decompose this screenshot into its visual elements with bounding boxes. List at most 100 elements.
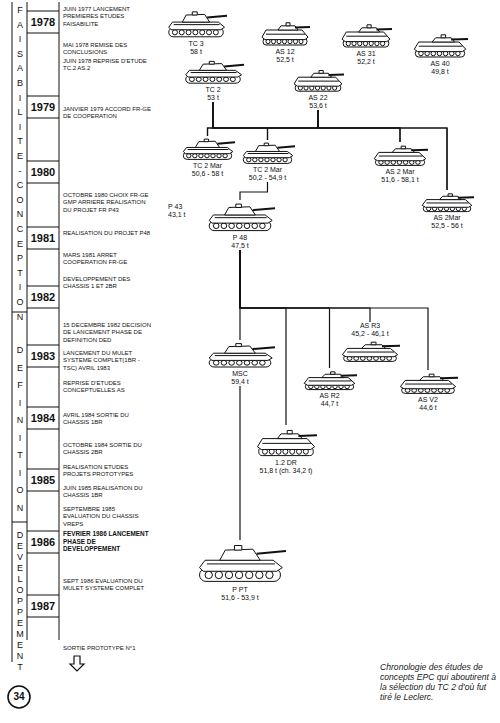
down-arrow bbox=[70, 656, 84, 671]
timeline-entry: JANVIER 1979 ACCORD FR-GE DE COOPERATION bbox=[63, 106, 153, 121]
concept-name: AS R2 bbox=[302, 392, 357, 400]
tank-concept: TC 2 Mar50,6 - 58 t bbox=[180, 136, 235, 178]
concept-name: 1.2 DR bbox=[255, 459, 317, 467]
lineage-line bbox=[239, 250, 240, 340]
concept-weight: 49,8 t bbox=[412, 68, 468, 76]
year: 1981 bbox=[28, 231, 58, 245]
phase-rule bbox=[12, 2, 13, 662]
timeline-entry: SEPTEMBRE 1985 EVALUATION DU CHASSIS VRE… bbox=[63, 506, 153, 528]
tank-label: AS 1252,5 t bbox=[260, 48, 310, 64]
timeline-entry: SEPT 1986 EVALUATION DU MULET SYSTEME CO… bbox=[63, 578, 153, 593]
tank-concept: AS 4049,8 t bbox=[412, 30, 468, 76]
tank-concept: AS V244,6 t bbox=[398, 370, 458, 412]
year: 1983 bbox=[28, 349, 58, 363]
tank-label: AS 2Mar52,5 - 56 t bbox=[420, 214, 474, 230]
concept-weight: 47,5 t bbox=[205, 242, 275, 250]
year-cells bbox=[27, 11, 59, 617]
concept-name: TC 2 bbox=[182, 86, 244, 94]
tank-concept: AS 2Mar52,5 - 56 t bbox=[420, 190, 474, 230]
concept-weight: 50,2 - 54,9 t bbox=[240, 174, 295, 182]
page-number-circle bbox=[8, 686, 30, 708]
phase-name: DEFINITION bbox=[13, 345, 26, 520]
tank-drawing bbox=[412, 30, 468, 60]
year: 1978 bbox=[28, 15, 58, 29]
lineage-line bbox=[240, 250, 330, 368]
concept-name: TC 2 Mar bbox=[240, 166, 295, 174]
concept-weight: 52,5 - 56 t bbox=[420, 222, 474, 230]
tank-label: TC 2 Mar50,2 - 54,9 t bbox=[240, 166, 295, 182]
lineage-line bbox=[240, 182, 268, 200]
concept-name: AS 2 Mar bbox=[372, 168, 428, 176]
lineage-line bbox=[240, 250, 286, 425]
tank-drawing bbox=[372, 142, 428, 168]
timeline-entry: FEVRIER 1986 LANCEMENT PHASE DE DEVELOPP… bbox=[63, 530, 153, 553]
concept-name: TC 2 Mar bbox=[180, 162, 235, 170]
tank-label: 1.2 DR51,8 t (ch. 34,2 t) bbox=[255, 459, 317, 475]
year: 1980 bbox=[28, 165, 58, 179]
tank-drawing bbox=[302, 368, 357, 392]
tank-label: P PT51,6 - 53,9 t bbox=[194, 586, 286, 602]
timeline-entry: MAI 1978 REMISE DES CONCLUSIONS bbox=[63, 42, 153, 57]
concept-weight: 51,8 t (ch. 34,2 t) bbox=[255, 467, 317, 475]
lineage-line bbox=[213, 102, 268, 140]
tank-label: P 4847,5 t bbox=[205, 234, 275, 250]
page-number: 34 bbox=[8, 690, 30, 704]
concept-weight: 59,4 t bbox=[205, 378, 275, 386]
concept-weight: 53,6 t bbox=[292, 102, 344, 110]
concept-name: AS V2 bbox=[398, 396, 458, 404]
tank-label: AS 2253,6 t bbox=[292, 94, 344, 110]
lineage-line bbox=[240, 250, 428, 370]
tank-drawing bbox=[260, 18, 310, 48]
tank-concept: P PT51,6 - 53,9 t bbox=[194, 540, 286, 602]
tank-drawing bbox=[340, 338, 400, 364]
caption: Chronologie des études de concepts EPC q… bbox=[380, 662, 498, 702]
concept-name: AS 2Mar bbox=[420, 214, 474, 222]
lineage-line bbox=[318, 110, 447, 190]
concept-weight: 53 t bbox=[182, 94, 244, 102]
tank-drawing bbox=[165, 8, 227, 40]
concept-name: P 48 bbox=[205, 234, 275, 242]
lineage-line bbox=[239, 386, 240, 540]
tank-drawing bbox=[340, 20, 392, 50]
tank-drawing bbox=[205, 200, 275, 234]
concept-weight: 52,2 t bbox=[340, 58, 392, 66]
lineage-line bbox=[268, 110, 319, 140]
tank-concept: MSC59,4 t bbox=[205, 340, 275, 386]
concept-name: P PT bbox=[194, 586, 286, 594]
lineage-line bbox=[213, 102, 447, 190]
timeline-entry: MARS 1981 ARRET COOPERATION FR-GE bbox=[63, 252, 153, 267]
timeline-entry: LANCEMENT DU MULET SYSTEME COMPLET(1BR -… bbox=[63, 350, 153, 372]
tank-concept: 1.2 DR51,8 t (ch. 34,2 t) bbox=[255, 425, 317, 475]
tank-drawing bbox=[182, 58, 244, 86]
timeline-entry: OCTOBRE 1980 CHOIX FR-GE GMP ARRIERE REA… bbox=[63, 192, 153, 214]
tank-drawing bbox=[398, 370, 458, 396]
tank-concept: AS R244,7 t bbox=[302, 368, 357, 408]
tank-concept: TC 2 Mar50,2 - 54,9 t bbox=[240, 140, 295, 182]
year-column-rule bbox=[27, 2, 28, 640]
tank-label: AS R244,7 t bbox=[302, 392, 357, 408]
phase-name: FAISABILITE-CONCEPTION bbox=[13, 5, 26, 326]
tank-concept: AS R345,2 - 46,1 t bbox=[340, 322, 400, 364]
year: 1984 bbox=[28, 411, 58, 425]
concept-weight: 44,6 t bbox=[398, 404, 458, 412]
concept-name: P 43 bbox=[168, 203, 182, 211]
timeline-entry: REPRISE D'ETUDES CONCEPTUELLES AS bbox=[63, 380, 153, 395]
concept-name: AS 12 bbox=[260, 48, 310, 56]
lineage-line bbox=[318, 110, 400, 142]
tank-drawing bbox=[194, 540, 286, 586]
tank-label: TC 358 t bbox=[165, 40, 227, 56]
tank-label: AS R345,2 - 46,1 t bbox=[340, 322, 400, 338]
timeline-entry: REALISATION ETUDES PROJETS PROTOTYPES bbox=[63, 464, 153, 479]
timeline-entry: JUIN 1977 LANCEMENT PREMIERES ETUDES FAI… bbox=[63, 6, 153, 28]
tank-concept: AS 1252,5 t bbox=[260, 18, 310, 64]
year: 1982 bbox=[28, 290, 58, 304]
tank-concept: P 4847,5 t bbox=[205, 200, 275, 250]
tank-label: AS 3152,2 t bbox=[340, 50, 392, 66]
tank-concept: AS 2253,6 t bbox=[292, 66, 344, 110]
concept-weight: 58 t bbox=[165, 48, 227, 56]
concept-weight: 43,1 t bbox=[168, 211, 186, 219]
year: 1985 bbox=[28, 473, 58, 487]
tank-concept: TC 253 t bbox=[182, 58, 244, 102]
